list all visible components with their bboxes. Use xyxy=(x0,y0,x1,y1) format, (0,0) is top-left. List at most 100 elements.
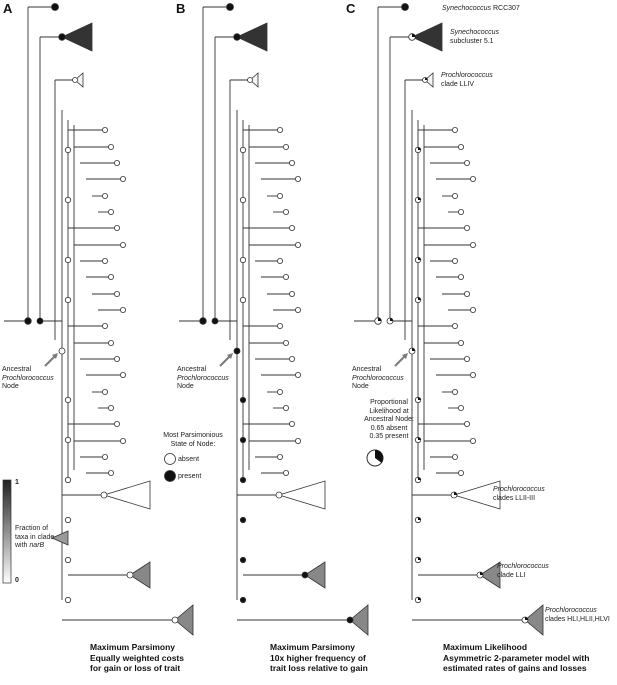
clade-lli-triangle xyxy=(479,561,501,589)
synechococcus-subcluster-triangle xyxy=(411,22,443,52)
node-circle xyxy=(233,33,241,41)
node-circle xyxy=(108,339,115,346)
node-circle xyxy=(72,77,78,83)
node-circle xyxy=(239,256,247,264)
clade-llii-iii-triangle xyxy=(277,480,326,510)
node-circle xyxy=(294,175,301,182)
node-circle xyxy=(282,469,289,476)
node-circle xyxy=(451,127,458,134)
node-circle xyxy=(64,436,72,444)
node-circle xyxy=(36,317,44,325)
fraction-gradient-bar xyxy=(2,479,12,584)
node-circle xyxy=(469,371,476,378)
node-circle xyxy=(469,175,476,182)
node-circle xyxy=(288,355,295,362)
node-fill xyxy=(418,517,421,520)
node-circle xyxy=(294,306,301,313)
node-circle xyxy=(457,339,464,346)
node-circle xyxy=(451,257,458,264)
node-circle xyxy=(239,396,247,404)
node-circle xyxy=(164,453,176,465)
node-circle xyxy=(114,224,121,231)
node-circle xyxy=(24,317,32,325)
node-circle xyxy=(108,273,115,280)
node-circle xyxy=(276,453,283,460)
node-fill xyxy=(454,492,457,495)
node-circle xyxy=(288,159,295,166)
ancestral-arrowhead xyxy=(402,353,408,359)
node-fill xyxy=(412,348,415,351)
node-circle xyxy=(463,224,470,231)
node-circle xyxy=(100,491,108,499)
clade-hl-triangle xyxy=(349,604,369,636)
node-circle xyxy=(288,290,295,297)
node-fill xyxy=(418,477,421,480)
node-circle xyxy=(64,396,72,404)
node-circle xyxy=(294,241,301,248)
node-fill xyxy=(418,197,421,200)
node-fill xyxy=(525,617,528,620)
node-circle xyxy=(239,436,247,444)
node-circle xyxy=(282,339,289,346)
fraction-legend-triangle xyxy=(51,530,69,546)
node-fill xyxy=(425,77,428,80)
node-circle xyxy=(114,355,121,362)
node-circle xyxy=(276,127,283,134)
node-circle xyxy=(239,146,247,154)
panel-label-c: C xyxy=(346,1,356,16)
legend-present-label: present xyxy=(178,473,202,480)
node-circle xyxy=(120,437,127,444)
clade-lliv-triangle xyxy=(249,72,259,88)
node-circle xyxy=(294,437,301,444)
node-circle xyxy=(239,596,247,604)
node-circle xyxy=(451,388,458,395)
node-circle xyxy=(463,290,470,297)
node-circle xyxy=(247,77,253,83)
node-fill xyxy=(418,297,421,300)
node-circle xyxy=(457,143,464,150)
node-circle xyxy=(275,491,283,499)
node-circle xyxy=(276,322,283,329)
node-circle xyxy=(463,355,470,362)
node-circle xyxy=(171,616,179,624)
node-circle xyxy=(469,437,476,444)
node-circle xyxy=(226,3,234,11)
node-circle xyxy=(64,516,72,524)
node-circle xyxy=(457,208,464,215)
legend-absent-label: absent xyxy=(178,456,200,463)
node-fill xyxy=(480,572,483,575)
node-circle xyxy=(457,273,464,280)
node-circle xyxy=(51,3,59,11)
clade-hl-triangle xyxy=(174,604,194,636)
node-circle xyxy=(282,273,289,280)
node-circle xyxy=(120,306,127,313)
node-circle xyxy=(301,571,309,579)
node-circle xyxy=(282,208,289,215)
clade-lli-triangle xyxy=(129,561,151,589)
node-circle xyxy=(401,3,409,11)
node-circle xyxy=(102,257,109,264)
node-circle xyxy=(114,420,121,427)
ancestral-arrowhead xyxy=(52,353,58,359)
node-circle xyxy=(102,453,109,460)
fraction-scale-top: 1 xyxy=(15,479,19,486)
node-circle xyxy=(239,476,247,484)
node-circle xyxy=(108,143,115,150)
clade-llii-iii-triangle xyxy=(452,480,501,510)
node-circle xyxy=(58,347,66,355)
node-circle xyxy=(102,127,109,134)
node-circle xyxy=(120,175,127,182)
node-fill xyxy=(418,597,421,600)
node-circle xyxy=(64,476,72,484)
node-fill xyxy=(418,147,421,150)
